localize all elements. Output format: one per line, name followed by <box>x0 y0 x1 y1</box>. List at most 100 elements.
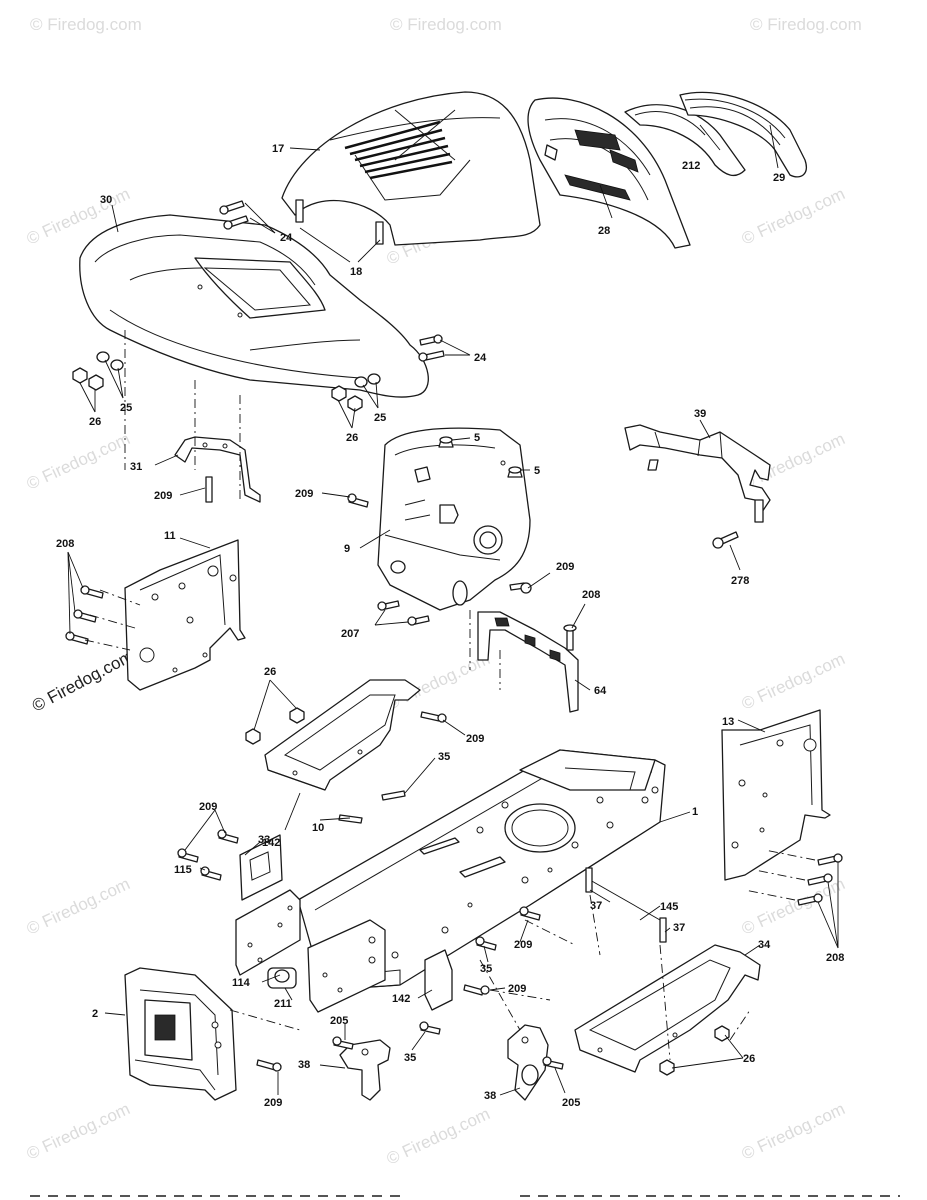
watermark-text: © Firedog.com <box>384 1104 493 1168</box>
panel-part-13 <box>721 709 831 881</box>
callout-33: 33 <box>258 834 270 846</box>
fender-part-30 <box>79 214 429 398</box>
assembly-lines <box>84 330 816 1061</box>
callout-26: 26 <box>346 432 358 444</box>
callout-18: 18 <box>350 266 362 278</box>
callout-208: 208 <box>56 538 74 550</box>
grille-part-28 <box>527 97 691 249</box>
callout-5: 5 <box>474 432 480 444</box>
callout-29: 29 <box>773 172 785 184</box>
callout-212: 212 <box>682 160 700 172</box>
panel-part-11 <box>124 539 246 691</box>
callout-35: 35 <box>404 1052 416 1064</box>
callout-34: 34 <box>758 939 771 951</box>
callout-9: 9 <box>344 543 350 555</box>
callout-209: 209 <box>508 983 526 995</box>
dash-hardware <box>347 436 532 626</box>
callout-17: 17 <box>272 143 284 155</box>
callout-10: 10 <box>312 822 324 834</box>
callout-145: 145 <box>660 901 678 913</box>
callout-37: 37 <box>673 922 685 934</box>
watermark-text: © Firedog.com <box>390 15 502 34</box>
callout-2: 2 <box>92 1008 98 1020</box>
copyright-text: © Firedog.com <box>29 646 137 715</box>
dash-part-9 <box>377 427 531 611</box>
callout-35: 35 <box>480 963 492 975</box>
callout-209: 209 <box>264 1097 282 1109</box>
footrest-34-nuts <box>659 1025 730 1076</box>
callout-25: 25 <box>120 402 132 414</box>
plate-part-114 <box>235 889 301 976</box>
callout-114: 114 <box>232 977 251 989</box>
callout-5: 5 <box>534 465 540 477</box>
bumper-part-29 <box>679 91 807 178</box>
callout-278: 278 <box>731 575 749 587</box>
bolts-208-left <box>65 585 104 645</box>
rod-part-145 <box>585 867 667 943</box>
plate-part-142-right <box>307 919 386 1013</box>
callout-labels: 17 18 30 24 24 25 26 25 26 28 212 29 31 … <box>56 143 844 1109</box>
callout-26: 26 <box>89 416 101 428</box>
callout-142: 142 <box>262 837 280 849</box>
bracket-part-64 <box>477 611 579 713</box>
callout-209: 209 <box>556 561 574 573</box>
callout-25: 25 <box>374 412 386 424</box>
callout-24: 24 <box>280 232 293 244</box>
frame-part-1 <box>297 749 666 991</box>
watermark-text: © Firedog.com <box>739 184 848 248</box>
callout-26: 26 <box>264 666 276 678</box>
callout-209: 209 <box>514 939 532 951</box>
watermark-text: © Firedog.com <box>750 15 862 34</box>
callout-64: 64 <box>594 685 607 697</box>
callout-211: 211 <box>274 998 292 1010</box>
watermark-text: © Firedog.com <box>739 1099 848 1163</box>
bolts-208-right <box>797 853 843 906</box>
callout-13: 13 <box>722 716 734 728</box>
leader-lines <box>67 124 839 1096</box>
callout-39: 39 <box>694 408 706 420</box>
housing-part-2 <box>124 967 237 1101</box>
footrest-hardware <box>245 707 447 824</box>
plate-part-142-mid <box>424 949 453 1011</box>
callout-209: 209 <box>154 490 172 502</box>
callout-209: 209 <box>199 801 217 813</box>
plate-part-142-left <box>239 834 283 901</box>
callout-11: 11 <box>164 530 176 542</box>
watermark-text: © Firedog.com <box>30 15 142 34</box>
callout-30: 30 <box>100 194 112 206</box>
spacer-211 <box>267 967 297 989</box>
callout-209: 209 <box>466 733 484 745</box>
watermark-text: © Firedog.com <box>24 874 133 938</box>
bracket-part-38-left <box>339 1039 391 1101</box>
misc-bolts <box>177 829 564 1072</box>
bracket-part-31 <box>174 436 261 503</box>
footrest-part-34 <box>574 944 761 1073</box>
watermark-text: © Firedog.com <box>24 429 133 493</box>
callout-208: 208 <box>826 952 844 964</box>
callout-38: 38 <box>484 1090 496 1102</box>
bracket-part-39 <box>624 424 771 523</box>
callout-26: 26 <box>743 1053 755 1065</box>
fender-hardware <box>72 200 445 412</box>
callout-28: 28 <box>598 225 610 237</box>
callout-115: 115 <box>174 864 192 876</box>
callout-205: 205 <box>330 1015 348 1027</box>
callout-31: 31 <box>130 461 142 473</box>
callout-142: 142 <box>392 993 410 1005</box>
callout-1: 1 <box>692 806 698 818</box>
screw-head-278 <box>712 537 724 549</box>
callout-205: 205 <box>562 1097 580 1109</box>
callout-35: 35 <box>438 751 450 763</box>
watermark-text: © Firedog.com <box>24 1099 133 1163</box>
callout-38: 38 <box>298 1059 310 1071</box>
callout-207: 207 <box>341 628 359 640</box>
lens-part-212 <box>624 104 746 177</box>
callout-37: 37 <box>590 900 602 912</box>
footrest-part-33 <box>264 679 421 791</box>
callout-209: 209 <box>295 488 313 500</box>
watermark-text: © Firedog.com <box>739 649 848 713</box>
callout-24: 24 <box>474 352 487 364</box>
hood-part-17 <box>281 91 541 246</box>
callout-208: 208 <box>582 589 600 601</box>
